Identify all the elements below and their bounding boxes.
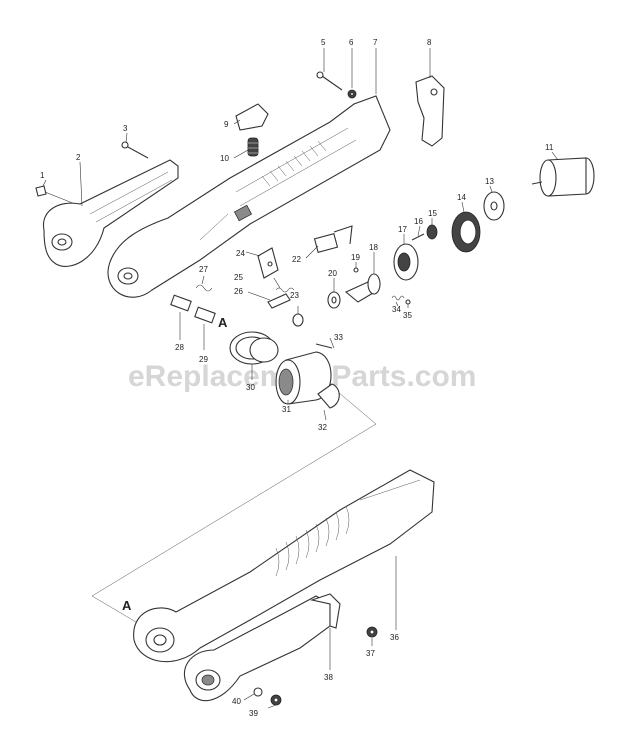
screw-part-3 [121, 141, 149, 159]
pin-part-33 [315, 343, 333, 349]
washer-part-40 [253, 687, 263, 697]
callout-26: 26 [234, 287, 243, 296]
switch-block-part-24 [257, 247, 279, 279]
callout-33: 33 [334, 333, 343, 342]
grip-part-38 [184, 593, 341, 702]
switch-part-22 [313, 225, 353, 254]
spring-part-25 [275, 287, 295, 293]
leader-lines [42, 48, 559, 709]
callout-27: 27 [199, 265, 208, 274]
callout-28: 28 [175, 343, 184, 352]
clip-part-9 [235, 103, 269, 131]
housing-part-7 [107, 95, 391, 298]
pin-part-19 [353, 267, 359, 273]
callout-10: 10 [220, 154, 229, 163]
callout-13: 13 [485, 177, 494, 186]
callout-39: 39 [249, 709, 258, 718]
callout-18: 18 [369, 243, 378, 252]
callout-31: 31 [282, 405, 291, 414]
callout-17: 17 [398, 225, 407, 234]
callout-5: 5 [321, 38, 326, 47]
sleeve-part-29 [194, 306, 216, 324]
bolt-part-5 [316, 71, 343, 91]
callout-32: 32 [318, 423, 327, 432]
cap-part-32 [317, 383, 340, 409]
callout-40: 40 [232, 697, 241, 706]
callout-24: 24 [236, 249, 245, 258]
callout-29: 29 [199, 355, 208, 364]
plate-part-26 [267, 293, 291, 309]
callout-14: 14 [457, 193, 466, 202]
callout-9: 9 [224, 120, 229, 129]
callout-34: 34 [392, 305, 401, 314]
callout-15: 15 [428, 209, 437, 218]
spring-part-34 [391, 295, 405, 301]
spring-part-10 [247, 137, 259, 157]
nut-part-39 [270, 694, 282, 706]
screw-part-1 [35, 185, 81, 207]
spring-part-27 [195, 284, 213, 292]
callout-25: 25 [234, 273, 243, 282]
callout-20: 20 [328, 269, 337, 278]
spindle-part-18 [344, 273, 381, 303]
lower-housing-part-36 [133, 469, 435, 663]
section-marker-lower: A [122, 598, 132, 613]
callout-1: 1 [40, 171, 45, 180]
sleeve-part-28 [170, 294, 192, 312]
callout-38: 38 [324, 673, 333, 682]
callout-19: 19 [351, 253, 360, 262]
callout-7: 7 [373, 38, 378, 47]
nut-part-37 [366, 626, 378, 638]
cap-part-23 [292, 313, 304, 327]
callout-22: 22 [292, 255, 301, 264]
callout-6: 6 [349, 38, 354, 47]
nut-part-6 [347, 89, 357, 99]
callout-35: 35 [403, 311, 412, 320]
ratchet-head-part-31 [275, 351, 332, 405]
o-ring-part-30 [229, 331, 279, 365]
washer-part-13 [483, 191, 505, 221]
callout-2: 2 [76, 153, 81, 162]
callout-23: 23 [290, 291, 299, 300]
callout-30: 30 [246, 383, 255, 392]
bushing-part-15 [426, 224, 438, 240]
assembly-link-line [91, 391, 377, 623]
callout-37: 37 [366, 649, 375, 658]
ball-part-35 [405, 299, 411, 305]
section-marker-upper: A [218, 315, 228, 330]
ring-gear-part-14 [451, 211, 481, 253]
carrier-part-17 [393, 243, 419, 281]
bracket-part-8 [415, 75, 445, 147]
washer-part-20 [327, 291, 341, 309]
callout-16: 16 [414, 217, 423, 226]
callout-8: 8 [427, 38, 432, 47]
handle-frame-part-2 [43, 159, 179, 267]
pin-part-16 [411, 233, 425, 241]
motor-part-11 [531, 157, 595, 197]
callout-labels: 1 2 3 5 6 7 8 9 10 11 13 14 15 16 17 18 … [40, 38, 554, 718]
callout-11: 11 [545, 143, 554, 152]
callout-3: 3 [123, 124, 128, 133]
callout-36: 36 [390, 633, 399, 642]
